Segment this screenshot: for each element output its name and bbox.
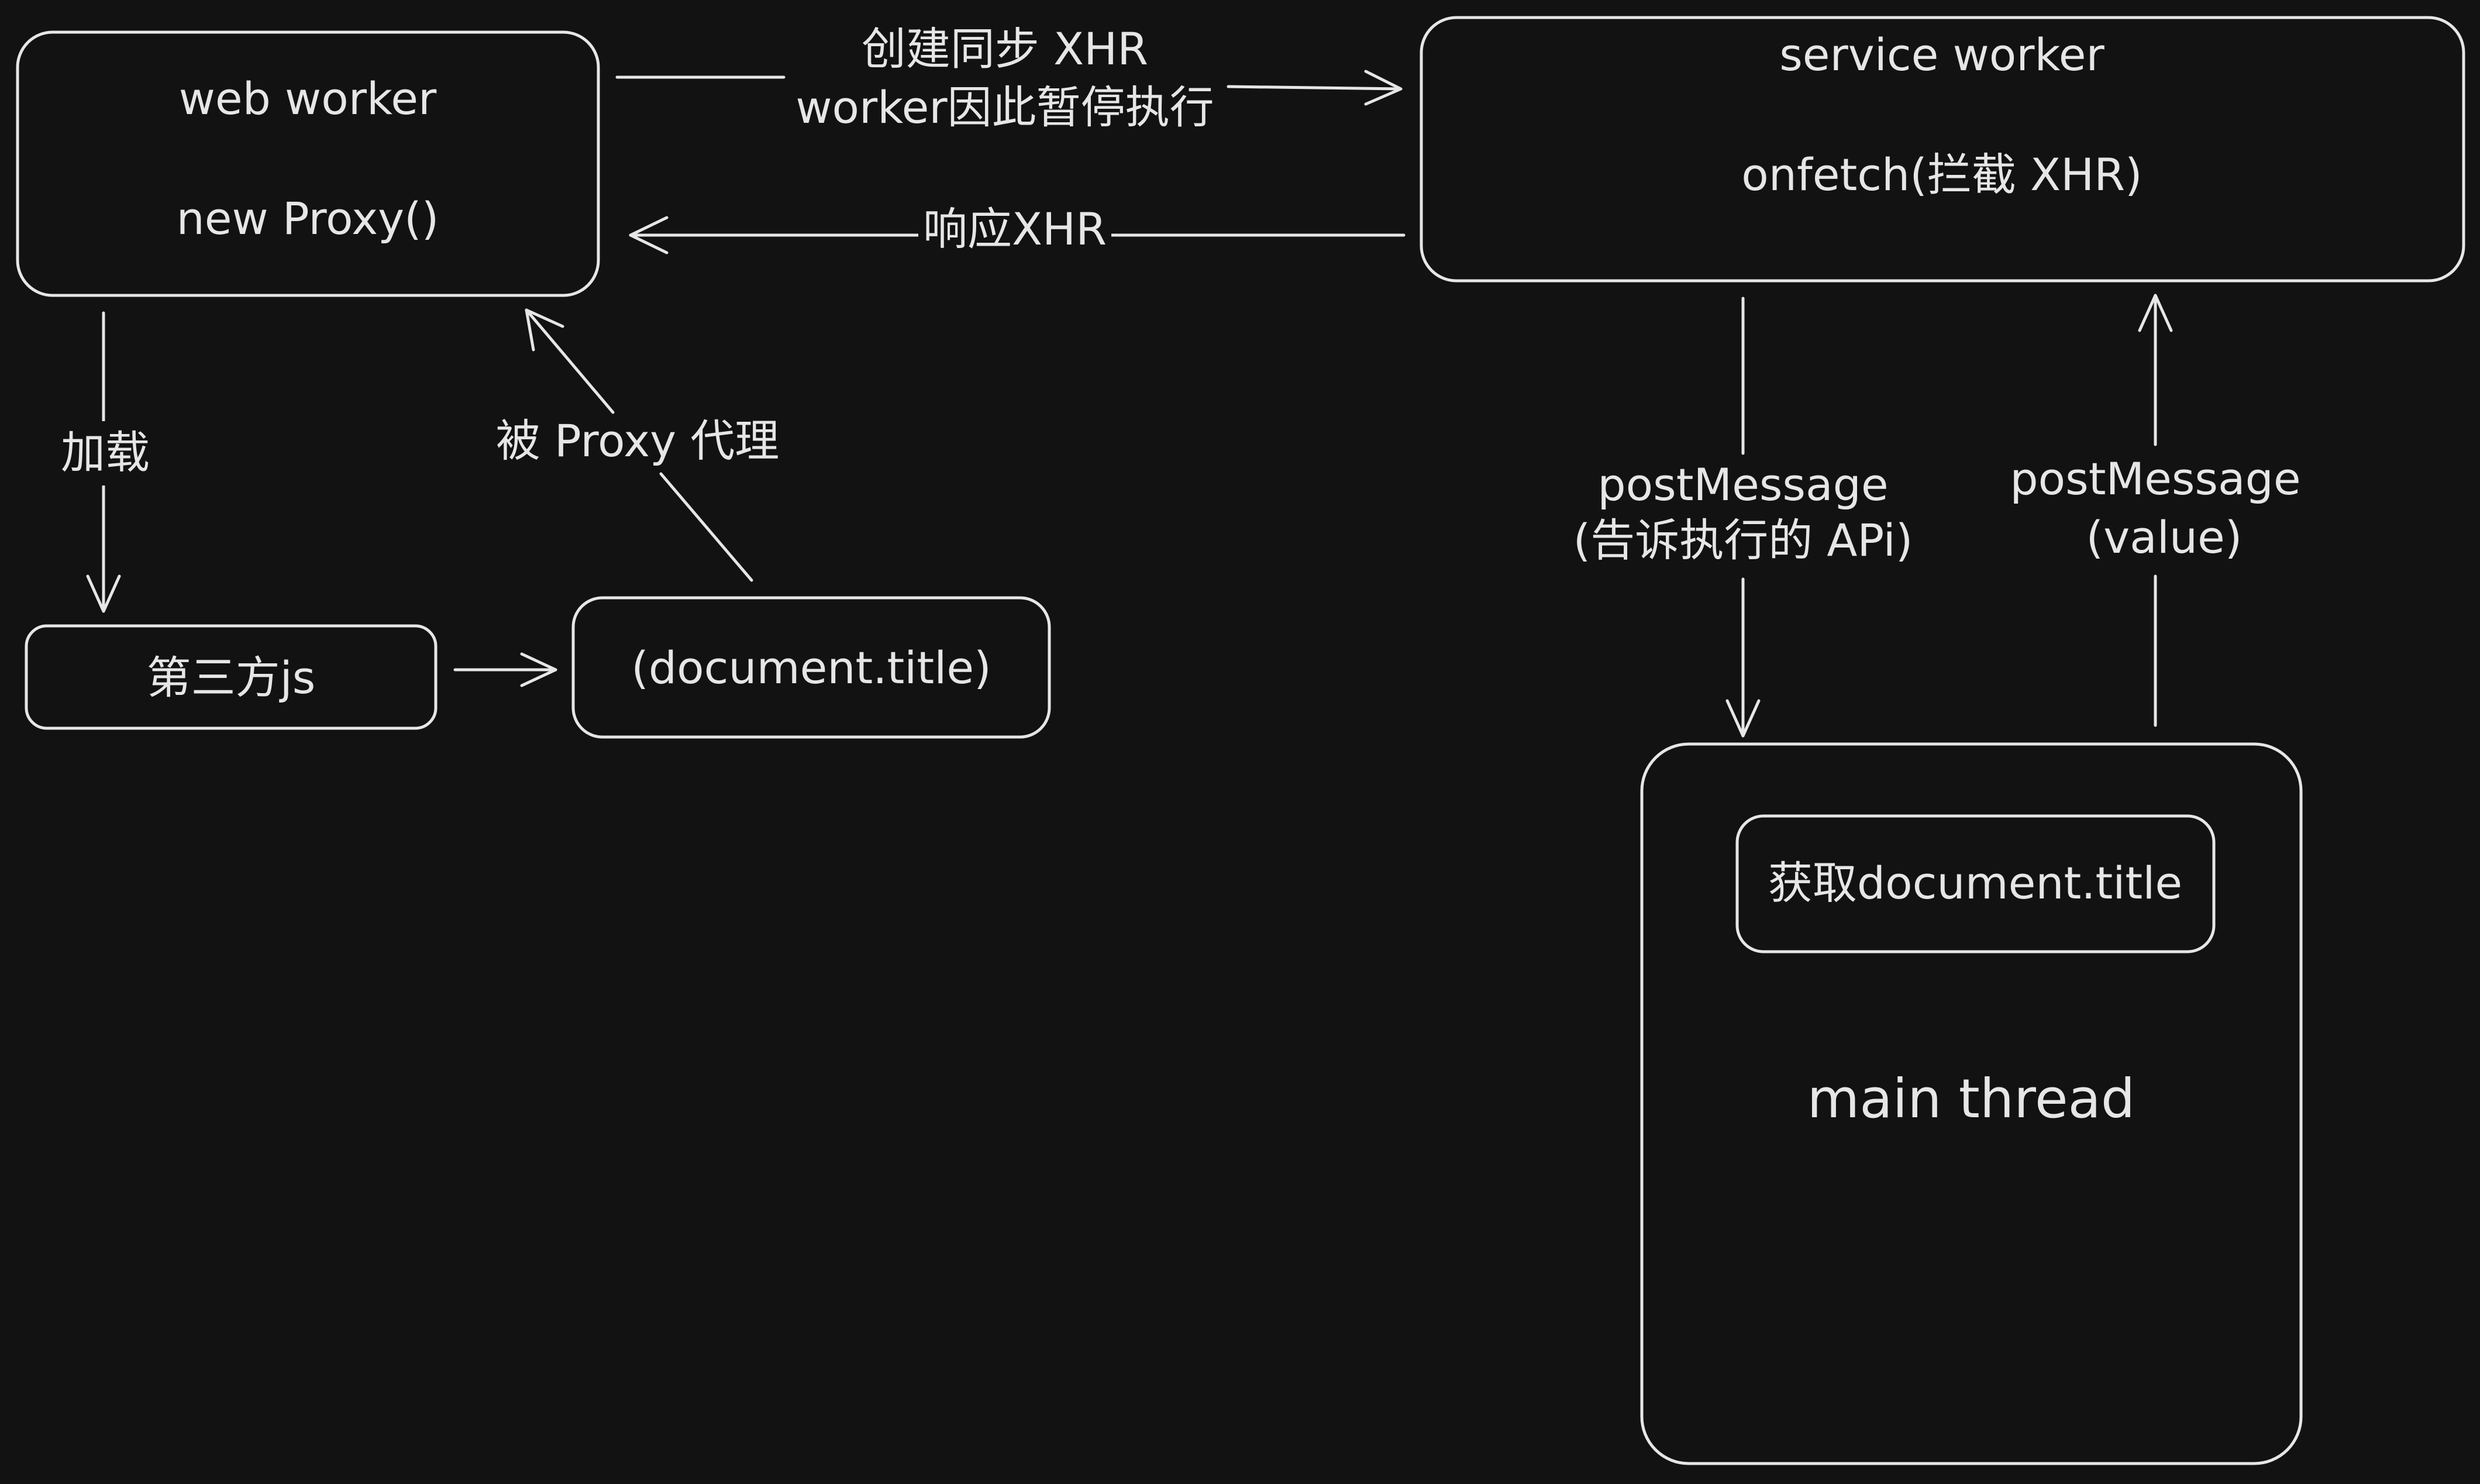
edge-post-to-main-label-2: (告诉执行的 APi)	[1573, 514, 1913, 566]
edge-post-value-arrowhead	[2138, 294, 2173, 332]
service-worker-node[interactable]: service worker onfetch(拦截 XHR)	[1420, 16, 2465, 283]
edge-post-to-main-label-1: postMessage	[1597, 459, 1888, 511]
edge-sync-xhr-arrowhead	[1364, 70, 1403, 106]
edge-respond-xhr-label-bg	[918, 199, 1111, 263]
web-worker-node[interactable]: web worker new Proxy()	[16, 30, 600, 297]
edge-sync-xhr-label-2: worker因此暂停执行	[795, 81, 1214, 133]
edge-proxied-arrowhead	[525, 308, 564, 352]
edge-load-label: 加载	[61, 426, 150, 478]
edge-proxied-label: 被 Proxy 代理	[496, 415, 780, 467]
third-party-js-node[interactable]: 第三方js	[25, 624, 438, 730]
main-thread-label: main thread	[1807, 1068, 2135, 1130]
get-title-node[interactable]: 获取document.title	[1735, 814, 2216, 953]
main-thread-box	[1640, 742, 2303, 1465]
edge-sync-xhr-line-right	[1227, 85, 1403, 91]
third-party-js-label: 第三方js	[147, 652, 316, 704]
document-title-node[interactable]: (document.title)	[571, 596, 1051, 739]
edge-proxied-line-lower	[659, 472, 753, 582]
edge-post-value-label-2: (value)	[2086, 511, 2243, 563]
edge-load-arrowhead	[86, 574, 121, 613]
web-worker-box	[16, 30, 600, 297]
edge-post-value: postMessage (value)	[2010, 294, 2301, 727]
web-worker-proxy-label: new Proxy()	[177, 192, 439, 245]
edge-respond-xhr-arrowhead	[629, 216, 669, 254]
edge-sync-xhr-label-1: 创建同步 XHR	[862, 23, 1148, 75]
service-worker-box	[1420, 16, 2465, 283]
edge-proxied-line-upper	[525, 308, 615, 414]
main-thread-node[interactable]: main thread	[1640, 742, 2303, 1465]
edge-respond-xhr-label: 响应XHR	[923, 203, 1107, 255]
edge-sync-xhr: 创建同步 XHR worker因此暂停执行	[615, 23, 1403, 133]
web-worker-title: web worker	[179, 73, 437, 125]
edge-load: 加载	[50, 311, 161, 613]
edge-post-value-label-1: postMessage	[2010, 453, 2300, 505]
edge-respond-xhr: 响应XHR	[629, 199, 1406, 263]
get-title-box	[1735, 814, 2216, 953]
edge-post-to-main-arrowhead	[1725, 699, 1761, 738]
third-party-js-box	[25, 624, 438, 730]
document-title-label: (document.title)	[631, 642, 991, 694]
service-worker-onfetch-label: onfetch(拦截 XHR)	[1741, 149, 2142, 201]
service-worker-title: service worker	[1779, 29, 2104, 81]
document-title-box	[571, 596, 1051, 739]
edge-proxied: 被 Proxy 代理	[496, 308, 780, 582]
get-title-label: 获取document.title	[1768, 857, 2182, 909]
edge-js-to-title-arrowhead	[520, 652, 557, 687]
edge-load-label-bg	[50, 421, 161, 486]
edge-post-to-main: postMessage (告诉执行的 APi)	[1573, 297, 1913, 738]
edge-js-to-title	[453, 652, 557, 687]
